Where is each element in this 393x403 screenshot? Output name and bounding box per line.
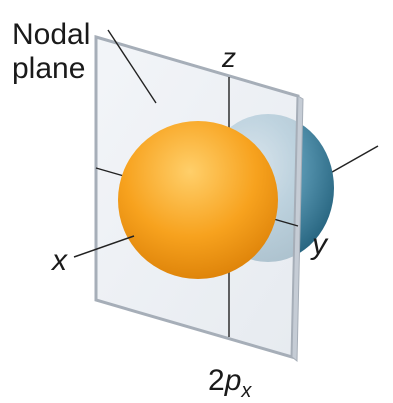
y-axis-label: y (312, 228, 327, 261)
front-lobe (118, 121, 278, 279)
orbital-number: 2 (208, 364, 225, 397)
x-axis-line (73, 235, 135, 258)
orbital-subscript: x (241, 380, 252, 402)
orbital-letter: p (224, 364, 242, 397)
x-axis-label: x (52, 244, 67, 277)
orbital-name-label: 2px (208, 364, 251, 402)
z-axis-label: z (222, 42, 236, 73)
nodal-plane-pointer (107, 29, 157, 104)
nodal-plane-label: Nodal plane (12, 18, 90, 86)
nodal-plane-label-line1: Nodal (12, 18, 91, 51)
nodal-plane-label-line2: plane (12, 52, 86, 85)
nodal-plane-edge (291, 95, 304, 363)
